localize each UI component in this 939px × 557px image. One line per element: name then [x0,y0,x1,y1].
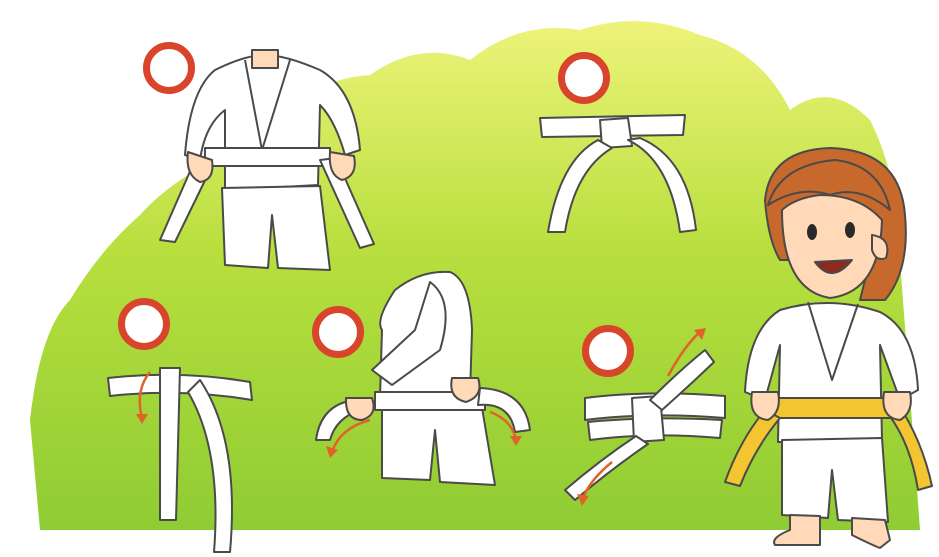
belt-vertical [160,368,180,520]
eye-right [845,222,855,238]
yellow-belt-wrap [770,398,892,418]
step-marker-icon [118,298,170,350]
step-marker-icon [582,325,634,377]
gi-pants [222,186,330,270]
eye-left [807,224,817,240]
step-marker-icon [143,42,195,94]
hand-left [346,398,374,420]
neck [252,50,278,68]
leg-right [852,518,890,548]
step-marker-icon [558,52,610,104]
belt-wrap [205,148,330,166]
step-marker-icon [312,306,364,358]
